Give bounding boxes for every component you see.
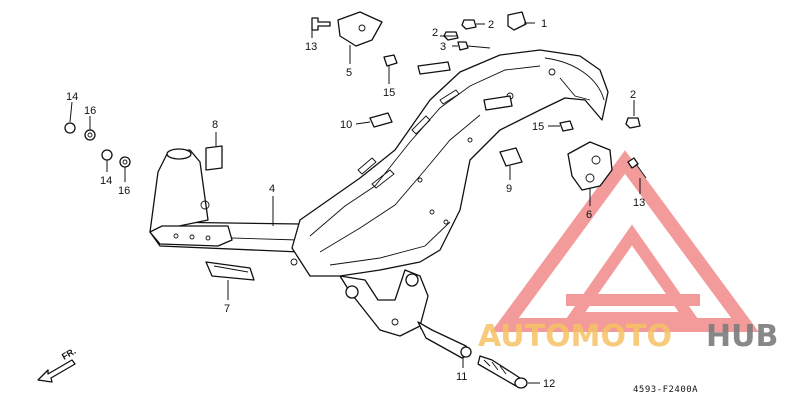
bracket-part-6 xyxy=(567,141,613,191)
callout-15a: 15 xyxy=(383,87,395,99)
bolt-part-13 xyxy=(311,17,331,31)
frame-body xyxy=(149,49,609,337)
callout-6: 6 xyxy=(586,209,592,221)
cover-part-7 xyxy=(205,261,255,281)
label-part-9 xyxy=(499,147,523,167)
callout-16b: 16 xyxy=(118,185,130,197)
callout-15b: 15 xyxy=(532,121,544,133)
callout-5: 5 xyxy=(346,67,352,79)
callout-13a: 13 xyxy=(305,41,317,53)
watermark-text-automoto: AUTOMOTO xyxy=(478,319,672,354)
front-direction-label: FR. xyxy=(60,346,78,362)
front-direction-arrow: FR. xyxy=(37,346,78,383)
callout-14b: 14 xyxy=(100,175,112,187)
callout-2c: 2 xyxy=(630,89,636,101)
callout-3: 3 xyxy=(440,41,446,53)
callout-2b: 2 xyxy=(488,19,494,31)
callout-12: 12 xyxy=(543,378,555,390)
leader-lines xyxy=(69,22,641,384)
bolt-part-12 xyxy=(477,355,528,389)
automotohub-logo xyxy=(491,150,759,332)
callout-4: 4 xyxy=(269,183,275,195)
bracket-part-5 xyxy=(337,11,383,47)
callout-8: 8 xyxy=(212,119,218,131)
bolt-part-11 xyxy=(417,321,472,359)
label-part-8 xyxy=(205,145,223,171)
label-part-10 xyxy=(369,112,393,128)
callout-9: 9 xyxy=(506,183,512,195)
callout-2a: 2 xyxy=(432,27,438,39)
callout-14a: 14 xyxy=(66,91,78,103)
clip-part-1 xyxy=(507,11,527,31)
callout-11: 11 xyxy=(456,371,467,383)
callout-16a: 16 xyxy=(84,105,96,117)
callout-1: 1 xyxy=(541,18,547,30)
nut-part-2-top xyxy=(461,19,477,30)
watermark-text-hub: HUB xyxy=(706,319,778,354)
callout-13b: 13 xyxy=(633,197,645,209)
callout-7: 7 xyxy=(224,303,230,315)
diagram-code: 4593-F2400A xyxy=(633,385,698,395)
callout-10: 10 xyxy=(340,119,352,131)
